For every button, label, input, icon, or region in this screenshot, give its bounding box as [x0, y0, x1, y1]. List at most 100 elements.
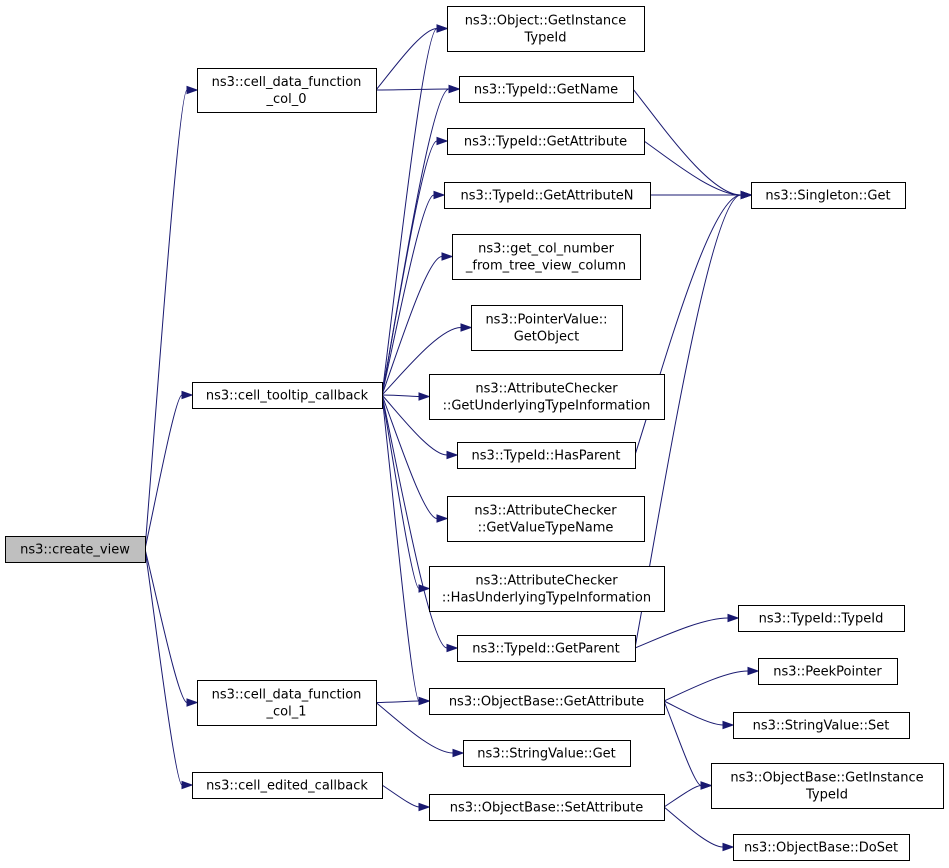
call-edge-edited-to-obsetattr [381, 784, 431, 812]
node-label: ns3::Singleton::Get [765, 189, 890, 204]
node-label: ns3::ObjectBase::GetInstance [730, 771, 923, 786]
node-box [197, 680, 377, 726]
node-box [447, 6, 645, 52]
edge-line [381, 394, 438, 519]
edge-line [381, 194, 435, 396]
arrowhead-icon [186, 85, 199, 95]
call-edge-create_view-to-tooltip [144, 390, 194, 550]
node-box [711, 763, 944, 809]
node-label: ns3::get_col_number [478, 242, 614, 257]
node-box [738, 605, 905, 632]
node-getattr[interactable]: ns3::TypeId::GetAttribute [447, 128, 645, 155]
node-hasparent[interactable]: ns3::TypeId::HasParent [457, 442, 636, 469]
node-label: ns3::PointerValue:: [485, 313, 607, 328]
call-edge-tooltip-to-getattrn [381, 190, 446, 396]
edge-line [144, 394, 183, 550]
node-acinfo[interactable]: ns3::AttributeChecker::GetUnderlyingType… [429, 374, 665, 420]
arrowhead-icon [446, 643, 459, 653]
node-label: ns3::create_view [20, 543, 130, 558]
node-singleton[interactable]: ns3::Singleton::Get [751, 182, 906, 209]
node-tooltip[interactable]: ns3::cell_tooltip_callback [192, 382, 383, 409]
node-label: ns3::AttributeChecker [474, 504, 617, 519]
arrowhead-icon [181, 780, 194, 790]
node-label: ns3::Object::GetInstance [465, 14, 627, 29]
call-edge-tooltip-to-acinfo [381, 392, 431, 401]
call-edge-tooltip-to-getinst [381, 24, 449, 396]
node-box [457, 442, 636, 469]
edge-line [144, 548, 183, 786]
node-label: ::GetUnderlyingTypeInformation [443, 399, 651, 414]
edge-line [663, 785, 702, 808]
call-edge-cdf0-to-getinst [375, 24, 449, 91]
node-acvtn[interactable]: ns3::AttributeChecker::GetValueTypeName [447, 496, 645, 542]
call-edge-obgetattr-to-obgetinst [663, 700, 713, 790]
call-edge-obsetattr-to-obdoset [663, 806, 735, 852]
node-label: ns3::TypeId::TypeId [759, 612, 884, 627]
node-box [751, 182, 906, 209]
node-label: ::GetValueTypeName [478, 521, 614, 536]
node-box [457, 635, 636, 662]
edge-line [375, 28, 438, 91]
node-getname[interactable]: ns3::TypeId::GetName [459, 76, 634, 103]
node-box [471, 305, 623, 351]
node-edited[interactable]: ns3::cell_edited_callback [192, 772, 383, 799]
call-edge-cdf1-to-svget [375, 702, 465, 758]
node-box [447, 496, 645, 542]
node-typeid[interactable]: ns3::TypeId::TypeId [738, 605, 905, 632]
arrowhead-icon [441, 252, 454, 261]
arrowhead-icon [181, 390, 194, 400]
node-ptrget[interactable]: ns3::PointerValue::GetObject [471, 305, 623, 351]
call-edge-tooltip-to-acvtn [381, 394, 449, 523]
arrowhead-icon [436, 514, 449, 523]
node-box [192, 772, 383, 799]
node-svget[interactable]: ns3::StringValue::Get [463, 740, 631, 767]
node-box [5, 536, 146, 563]
edge-line [381, 256, 443, 396]
edge-line [381, 394, 420, 589]
edge-line [144, 89, 188, 550]
nodes-layer: ns3::create_viewns3::cell_data_function_… [5, 6, 944, 861]
node-getattrn[interactable]: ns3::TypeId::GetAttributeN [444, 182, 651, 209]
call-edge-tooltip-to-ptrget [381, 323, 473, 396]
node-peek[interactable]: ns3::PeekPointer [758, 658, 898, 685]
arrowhead-icon [740, 190, 753, 200]
arrowhead-icon [700, 781, 713, 790]
node-achas[interactable]: ns3::AttributeChecker::HasUnderlyingType… [429, 566, 665, 612]
node-label: ::HasUnderlyingTypeInformation [442, 591, 651, 606]
arrowhead-icon [418, 392, 431, 401]
node-label: ns3::StringValue::Set [753, 719, 890, 734]
node-label: GetObject [514, 330, 580, 345]
call-edge-tooltip-to-obgetattr [381, 394, 431, 706]
node-obdoset[interactable]: ns3::ObjectBase::DoSet [733, 834, 910, 861]
node-box [733, 712, 910, 739]
call-edge-obgetattr-to-peek [663, 666, 760, 702]
call-edge-tooltip-to-getattr [381, 136, 449, 396]
edge-line [381, 394, 448, 456]
edge-line [632, 88, 742, 196]
node-svset[interactable]: ns3::StringValue::Set [733, 712, 910, 739]
node-label: _from_tree_view_column [465, 259, 626, 274]
node-box [429, 374, 665, 420]
edge-line [643, 140, 742, 196]
node-cdf1[interactable]: ns3::cell_data_function_col_1 [197, 680, 377, 726]
node-getcol[interactable]: ns3::get_col_number_from_tree_view_colum… [452, 234, 641, 280]
edge-line [375, 702, 454, 754]
edge-line [375, 88, 450, 91]
call-edge-create_view-to-cdf1 [144, 548, 199, 707]
node-label: ns3::PeekPointer [773, 665, 882, 680]
node-label: ns3::TypeId::GetName [474, 83, 618, 98]
node-label: _col_0 [266, 92, 307, 107]
node-label: ns3::ObjectBase::DoSet [744, 841, 898, 856]
node-cdf0[interactable]: ns3::cell_data_function_col_0 [197, 68, 377, 113]
node-obgetattr[interactable]: ns3::ObjectBase::GetAttribute [429, 688, 665, 715]
node-getparent[interactable]: ns3::TypeId::GetParent [457, 635, 636, 662]
call-edge-create_view-to-cdf0 [144, 85, 199, 550]
node-box [429, 688, 665, 715]
call-edge-obsetattr-to-obgetinst [663, 781, 713, 808]
node-label: ns3::AttributeChecker [475, 382, 618, 397]
call-edge-tooltip-to-hasparent [381, 394, 459, 460]
node-obsetattr[interactable]: ns3::ObjectBase::SetAttribute [429, 794, 665, 821]
